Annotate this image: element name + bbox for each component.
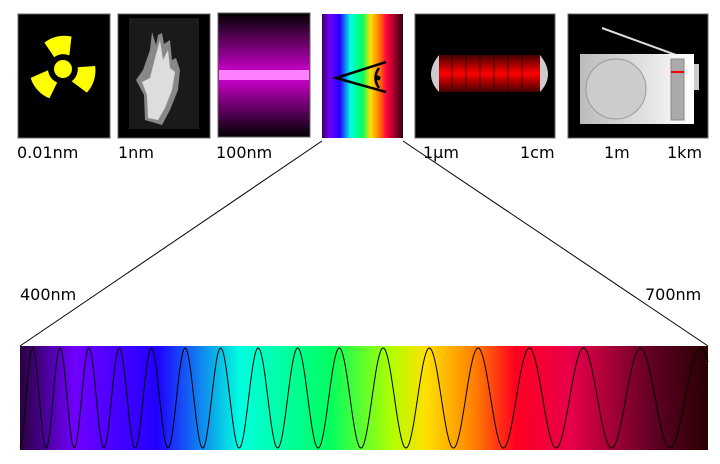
label-radio-short: 1m bbox=[604, 143, 630, 162]
uv-panel bbox=[217, 12, 311, 138]
label-ir: 1µm bbox=[423, 143, 459, 162]
radiation-icon bbox=[30, 35, 96, 99]
wavelength-sine-wave bbox=[19, 347, 709, 449]
visible-panel bbox=[322, 14, 403, 138]
gamma-ray-panel bbox=[17, 13, 111, 139]
label-xray: 1nm bbox=[118, 143, 154, 162]
uv-lamp-icon bbox=[219, 70, 309, 80]
label-microwave: 1cm bbox=[520, 143, 555, 162]
visible-spectrum-band bbox=[20, 346, 708, 450]
microwave-magnetron-icon bbox=[431, 55, 548, 92]
label-uv: 100nm bbox=[216, 143, 272, 162]
zoom-line-left bbox=[19, 140, 323, 347]
xray-hand-icon bbox=[136, 32, 180, 125]
xray-panel bbox=[117, 13, 211, 139]
label-700nm: 700nm bbox=[645, 285, 701, 304]
radio-panel bbox=[567, 13, 709, 139]
zoom-line-right bbox=[402, 140, 709, 347]
microwave-panel bbox=[414, 13, 556, 139]
label-radio-long: 1km bbox=[667, 143, 702, 162]
radio-icon bbox=[580, 27, 699, 124]
eye-visible-spectrum-icon bbox=[331, 60, 387, 94]
label-gamma: 0.01nm bbox=[17, 143, 78, 162]
label-400nm: 400nm bbox=[20, 285, 76, 304]
